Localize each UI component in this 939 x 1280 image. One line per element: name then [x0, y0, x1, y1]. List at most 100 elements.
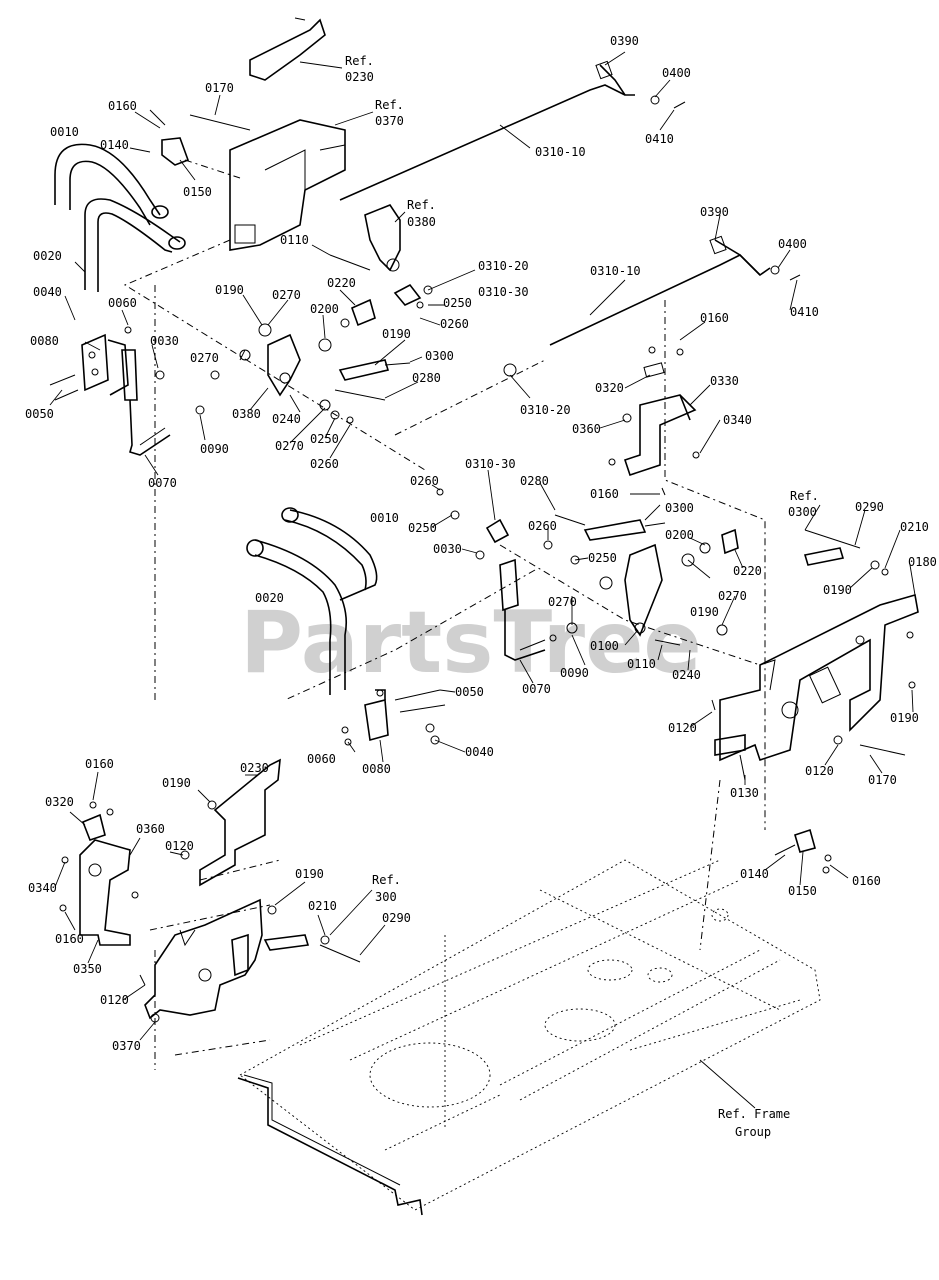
callout-0390: 0390	[610, 34, 639, 48]
callout-0210: 0210	[308, 899, 337, 913]
callout-0200: 0200	[665, 528, 694, 542]
callout-0370: 0370	[112, 1039, 141, 1053]
upper-assembly	[49, 17, 686, 456]
callout-0110: 0110	[280, 233, 309, 247]
callout-0030: 0030	[150, 334, 179, 348]
callout-0190: 0190	[162, 776, 191, 790]
callout-0370: 0370	[375, 114, 404, 128]
callout-0100: 0100	[590, 639, 619, 653]
callout-300: 300	[375, 890, 397, 904]
callout-0140: 0140	[740, 867, 769, 881]
callout-0360: 0360	[136, 822, 165, 836]
callout-0060: 0060	[307, 752, 336, 766]
callout-0190: 0190	[295, 867, 324, 881]
callout-0180: 0180	[908, 555, 937, 569]
callout-0360: 0360	[572, 422, 601, 436]
callout-0080: 0080	[362, 762, 391, 776]
callout-0250: 0250	[408, 521, 437, 535]
callout-ref-0230: Ref.	[345, 54, 374, 68]
callout-0400: 0400	[662, 66, 691, 80]
callout-0320: 0320	[595, 381, 624, 395]
callout-0280: 0280	[412, 371, 441, 385]
callout-0260: 0260	[310, 457, 339, 471]
callout-ref-300: Ref.	[372, 873, 401, 887]
callout-0200: 0200	[310, 302, 339, 316]
callout-0190: 0190	[215, 283, 244, 297]
callout-0010: 0010	[50, 125, 79, 139]
callout-0190: 0190	[823, 583, 852, 597]
callout-0240: 0240	[272, 412, 301, 426]
callout-labels: 0390 Ref. 0230 0400 0170 0160 Ref. 0370 …	[25, 34, 937, 1139]
callout-0310-20: 0310-20	[520, 403, 571, 417]
callout-0020: 0020	[255, 591, 284, 605]
callout-0160: 0160	[590, 487, 619, 501]
callout-0270: 0270	[190, 351, 219, 365]
callout-0280: 0280	[520, 474, 549, 488]
callout-0120: 0120	[100, 993, 129, 1007]
callout-0190: 0190	[690, 605, 719, 619]
callout-0060: 0060	[108, 296, 137, 310]
callout-0120: 0120	[668, 721, 697, 735]
callout-0290: 0290	[855, 500, 884, 514]
callout-0140: 0140	[100, 138, 129, 152]
callout-0310-10: 0310-10	[535, 145, 586, 159]
callout-0040: 0040	[465, 745, 494, 759]
callout-0010: 0010	[370, 511, 399, 525]
callout-0310-30: 0310-30	[465, 457, 516, 471]
callout-0160: 0160	[108, 99, 137, 113]
lower-left-assembly	[59, 758, 361, 1023]
callout-0260: 0260	[440, 317, 469, 331]
middle-assembly	[246, 488, 739, 695]
callout-0410: 0410	[645, 132, 674, 146]
callout-0040: 0040	[33, 285, 62, 299]
callout-0250: 0250	[588, 551, 617, 565]
callout-0170: 0170	[868, 773, 897, 787]
callout-0260: 0260	[410, 474, 439, 488]
callout-0160: 0160	[852, 874, 881, 888]
callout-0160: 0160	[85, 757, 114, 771]
callout-ref-0300: Ref.	[790, 489, 819, 503]
callout-0190: 0190	[382, 327, 411, 341]
callout-0160: 0160	[700, 311, 729, 325]
lower-middle-bracket	[341, 689, 446, 746]
callout-0310-20: 0310-20	[478, 259, 529, 273]
callout-0160: 0160	[55, 932, 84, 946]
callout-group: Group	[735, 1125, 771, 1139]
callout-0230: 0230	[345, 70, 374, 84]
callout-0120: 0120	[805, 764, 834, 778]
callout-0300: 0300	[425, 349, 454, 363]
right-upper-assembly	[503, 235, 801, 496]
callout-0400: 0400	[778, 237, 807, 251]
callout-0340: 0340	[28, 881, 57, 895]
callout-0190: 0190	[890, 711, 919, 725]
callout-0310-30: 0310-30	[478, 285, 529, 299]
callout-0070: 0070	[522, 682, 551, 696]
callout-0330: 0330	[710, 374, 739, 388]
callout-ref-0380: Ref.	[407, 198, 436, 212]
callout-0030: 0030	[433, 542, 462, 556]
callout-0090: 0090	[560, 666, 589, 680]
callout-0380: 0380	[232, 407, 261, 421]
callout-0170: 0170	[205, 81, 234, 95]
callout-0290: 0290	[382, 911, 411, 925]
leader-lines	[49, 51, 916, 1109]
callout-0250: 0250	[310, 432, 339, 446]
callout-0340: 0340	[723, 413, 752, 427]
callout-0300: 0300	[788, 505, 817, 519]
callout-0080: 0080	[30, 334, 59, 348]
callout-0150: 0150	[183, 185, 212, 199]
callout-0350: 0350	[73, 962, 102, 976]
callout-0090: 0090	[200, 442, 229, 456]
callout-0270: 0270	[548, 595, 577, 609]
callout-ref-0370: Ref.	[375, 98, 404, 112]
callout-0230: 0230	[240, 761, 269, 775]
callout-0070: 0070	[148, 476, 177, 490]
callout-0270: 0270	[275, 439, 304, 453]
callout-0110: 0110	[627, 657, 656, 671]
callout-0310-10: 0310-10	[590, 264, 641, 278]
callout-0320: 0320	[45, 795, 74, 809]
callout-0130: 0130	[730, 786, 759, 800]
right-bracket	[711, 529, 919, 874]
callout-0020: 0020	[33, 249, 62, 263]
